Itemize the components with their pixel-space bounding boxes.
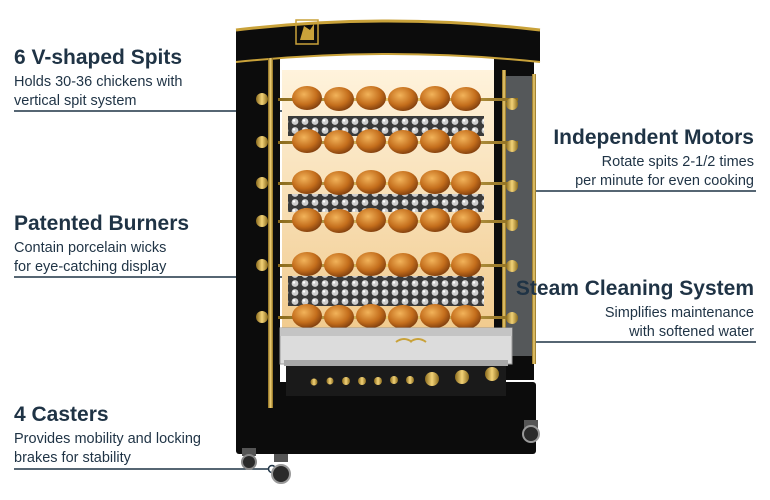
callout-spits: 6 V-shaped Spits Holds 30-36 chickens wi…: [14, 46, 182, 111]
callout-spits-desc: Holds 30-36 chickens with vertical spit …: [14, 74, 183, 109]
callout-spits-title: 6 V-shaped Spits: [14, 46, 183, 69]
callout-steam-desc: Simplifies maintenance with softened wat…: [604, 305, 754, 340]
control-panel: [286, 366, 506, 396]
callout-casters: 4 Casters Provides mobility and locking …: [14, 403, 201, 468]
callout-casters-desc: Provides mobility and locking brakes for…: [14, 431, 201, 466]
caster-wheel-icon: [241, 420, 540, 484]
callout-steam: Steam Cleaning System Simplifies mainten…: [516, 277, 754, 342]
callout-casters-title: 4 Casters: [14, 403, 109, 426]
callout-steam-title: Steam Cleaning System: [515, 277, 754, 300]
steam-tray: [279, 327, 513, 366]
rooster-logo-icon: [295, 19, 319, 45]
callout-burners-desc: Contain porcelain wicks for eye-catching…: [14, 240, 167, 275]
control-knob-icon: [310, 367, 499, 386]
spit-rows: [256, 86, 518, 329]
callout-motors-title: Independent Motors: [553, 126, 754, 149]
callout-burners: Patented Burners Contain porcelain wicks…: [14, 212, 189, 277]
callout-motors: Independent Motors Rotate spits 2-1/2 ti…: [553, 126, 754, 191]
callout-motors-desc: Rotate spits 2-1/2 times per minute for …: [575, 154, 754, 189]
callout-burners-title: Patented Burners: [14, 212, 190, 235]
